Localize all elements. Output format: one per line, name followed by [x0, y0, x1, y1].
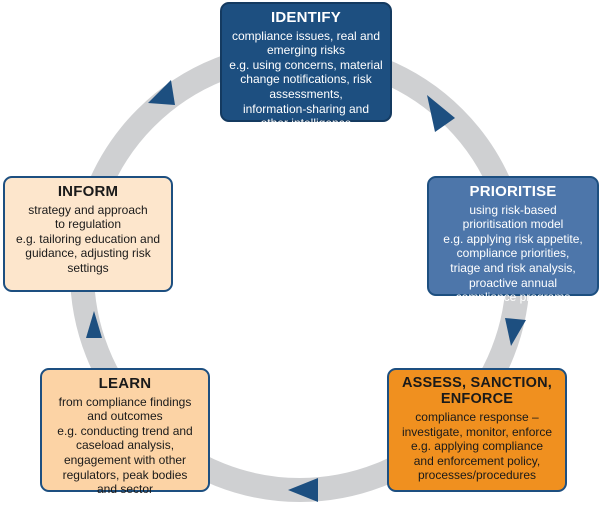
stage-inform-line: guidance, adjusting risk	[25, 246, 151, 261]
stage-learn-title: LEARN	[98, 375, 152, 392]
arrow-prioritise-to-assess	[505, 318, 526, 346]
stage-identify-line: change notifications, risk	[240, 72, 372, 87]
arrow-inform-to-identify	[148, 80, 175, 105]
stage-identify-line: information-sharing and	[242, 101, 370, 116]
stage-inform-title: INFORM	[57, 183, 119, 200]
stage-assess-sanction-enforce: ASSESS, SANCTION, ENFORCE compliance res…	[387, 368, 567, 492]
stage-learn-line: and sector	[96, 482, 154, 497]
arrow-identify-to-prioritise	[427, 95, 455, 132]
stage-prioritise-line: compliance programs	[455, 290, 571, 305]
stage-assess-line: compliance response –	[415, 409, 539, 424]
stage-inform-line: e.g. tailoring education and	[15, 231, 161, 246]
stage-assess-line: processes/procedures	[417, 468, 537, 483]
stage-learn-line: from compliance findings	[58, 394, 192, 409]
stage-assess-line: and enforcement policy,	[413, 453, 541, 468]
stage-identify-line: emerging risks	[266, 43, 346, 58]
stage-assess-title-line: ENFORCE	[440, 390, 514, 407]
stage-learn-line: regulators, peak bodies	[62, 467, 188, 482]
stage-inform-line: strategy and approach	[28, 202, 148, 217]
stage-identify-line: assessments,	[269, 87, 343, 101]
stage-learn-line: e.g. conducting trend and	[57, 423, 193, 438]
stage-identify-line: other intelligence	[260, 116, 352, 131]
stage-identify: IDENTIFY compliance issues, real and eme…	[220, 2, 392, 130]
arrow-assess-to-learn	[288, 478, 318, 502]
stage-inform-line: settings	[67, 261, 109, 275]
stage-learn-line: and outcomes	[87, 409, 163, 424]
stage-learn-line: caseload analysis,	[75, 438, 175, 453]
stage-prioritise-line: using risk-based	[469, 202, 557, 217]
stage-prioritise-line: prioritisation model	[462, 217, 564, 232]
stage-inform: INFORM strategy and approach to regulati…	[3, 176, 173, 292]
stage-identify-title: IDENTIFY	[271, 9, 341, 26]
stage-prioritise-line: compliance priorities,	[456, 246, 570, 261]
stage-assess-line: investigate, monitor, enforce	[401, 424, 553, 439]
stage-prioritise: PRIORITISE using risk-based prioritisati…	[427, 176, 599, 304]
stage-prioritise-line: proactive annual	[468, 275, 558, 290]
stage-assess-title-line: ASSESS, SANCTION,	[401, 375, 553, 391]
stage-learn: LEARN from compliance findings and outco…	[40, 368, 210, 496]
stage-inform-line: to regulation	[54, 217, 122, 232]
stage-assess-line: e.g. applying compliance	[410, 439, 544, 454]
stage-prioritise-line: triage and risk analysis,	[450, 261, 576, 275]
arrow-learn-to-inform	[86, 311, 102, 338]
stage-identify-line: e.g. using concerns, material	[229, 57, 383, 72]
stage-identify-line: compliance issues, real and	[231, 28, 381, 43]
stage-learn-line: engagement with other	[63, 453, 187, 467]
stage-assess-title: ASSESS, SANCTION, ENFORCE	[395, 375, 559, 408]
stage-prioritise-title: PRIORITISE	[469, 183, 557, 200]
stage-prioritise-line: e.g. applying risk appetite,	[443, 231, 583, 246]
